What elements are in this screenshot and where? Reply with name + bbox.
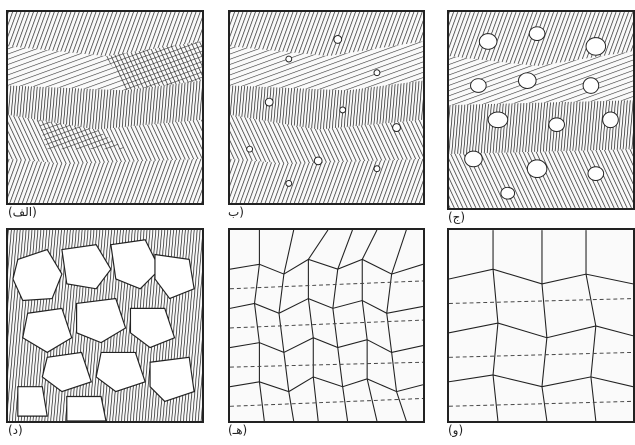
panel-jim — [447, 10, 635, 210]
panel-alef — [6, 10, 204, 205]
partial-recrystallization-image — [8, 230, 202, 421]
grain-growth-microstructure-image — [449, 12, 633, 208]
panel-label: (هـ) — [228, 423, 247, 437]
nucleation-microstructure-image — [230, 12, 423, 203]
panel-label: (د) — [8, 423, 23, 437]
panel-vav — [447, 228, 635, 423]
panel-label: (ج) — [448, 210, 465, 224]
striated-microstructure-image — [8, 12, 202, 203]
recrystallized-fine-grains-image — [230, 230, 423, 421]
panel-be — [228, 10, 425, 205]
panel-label: (الف) — [8, 205, 37, 219]
panel-label: (ب — [228, 205, 244, 219]
grain-growth-coarse-image — [449, 230, 633, 421]
panel-he — [228, 228, 425, 423]
panel-label: (و) — [448, 423, 463, 437]
panel-dal — [6, 228, 204, 423]
